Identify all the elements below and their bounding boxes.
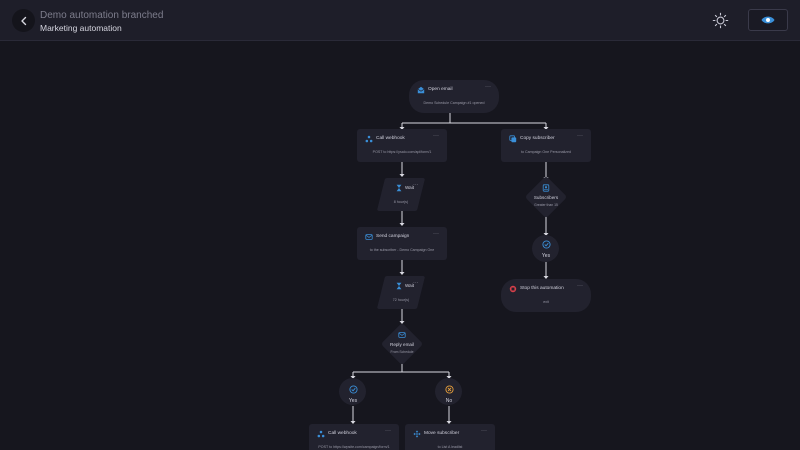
- webhook-icon: [365, 135, 373, 143]
- node-detail: Demo Schedule Campaign #1 opened: [423, 101, 485, 105]
- node-label: Call webhook: [376, 136, 405, 141]
- envelope-open-icon: [417, 86, 425, 94]
- node-detail: to the subscriber - Demo Campaign One: [369, 248, 435, 252]
- send-icon: [365, 234, 373, 240]
- back-button[interactable]: [12, 9, 35, 32]
- move-icon: [413, 430, 421, 438]
- reply-email-icon: [398, 332, 406, 338]
- node-label: Call webhook: [328, 431, 357, 436]
- node-menu-button[interactable]: ···: [433, 133, 439, 139]
- check-circle-icon: [541, 240, 551, 249]
- node-move-subscriber[interactable]: Move subscriber ··· to List A leadlist: [405, 424, 495, 450]
- automation-subtitle: Marketing automation: [40, 23, 122, 33]
- hourglass-icon: [396, 184, 402, 192]
- node-label: Yes: [348, 398, 358, 404]
- sun-icon: [712, 12, 728, 28]
- node-menu-button[interactable]: ···: [433, 231, 439, 237]
- theme-toggle-button[interactable]: [711, 11, 729, 29]
- node-menu-button[interactable]: ···: [481, 428, 487, 434]
- node-yes-shape[interactable]: [339, 378, 366, 405]
- top-bar: Demo automation branched Marketing autom…: [0, 0, 800, 41]
- node-label: Wait: [405, 185, 415, 190]
- preview-button[interactable]: [748, 9, 788, 31]
- node-detail: Greater than 15: [534, 203, 558, 207]
- connector-lines: [350, 113, 549, 424]
- node-menu-button[interactable]: ···: [577, 133, 583, 139]
- hourglass-icon: [396, 282, 402, 290]
- node-call-webhook[interactable]: Call webhook ··· POST to https://wpsite.…: [309, 424, 399, 450]
- node-no-shape[interactable]: [435, 378, 462, 405]
- node-yes-branch[interactable]: Yes: [526, 240, 566, 259]
- node-label: Send campaign: [376, 234, 410, 239]
- node-menu-button[interactable]: ···: [577, 283, 583, 289]
- workflow-canvas[interactable]: Open email ··· Demo Schedule Campaign #1…: [0, 42, 800, 450]
- node-yes-branch[interactable]: Yes: [333, 385, 373, 404]
- node-detail: POST to https://wpsite.com/campaign/form…: [318, 445, 390, 449]
- node-copy-subscriber[interactable]: Copy subscriber ··· to Campaign One Pers…: [501, 129, 591, 162]
- node-menu-button[interactable]: ···: [385, 428, 391, 434]
- node-reply-email[interactable]: Reply email From Schedule: [380, 331, 424, 354]
- node-subscribers-condition[interactable]: Subscribers Greater than 15: [524, 184, 568, 207]
- stop-icon: [509, 285, 517, 293]
- node-send-campaign[interactable]: Send campaign ··· to the subscriber - De…: [357, 227, 447, 260]
- node-wait[interactable]: Wait ··· 72 hour(s): [381, 276, 421, 309]
- node-wait[interactable]: Wait ··· 8 hour(s): [381, 178, 421, 211]
- node-detail: From Schedule: [390, 350, 414, 354]
- node-call-webhook[interactable]: Call webhook ··· POST to https://ysalo.c…: [357, 129, 447, 162]
- users-icon: [542, 184, 550, 192]
- node-label: Open email: [428, 87, 453, 92]
- node-label: Reply email: [390, 342, 414, 347]
- node-stop-automation[interactable]: Stop this automation ··· exit: [501, 279, 591, 312]
- x-circle-icon: [444, 385, 454, 394]
- node-detail: POST to https://ysalo.com/api/form/1: [372, 150, 432, 154]
- node-menu-button[interactable]: ···: [485, 84, 491, 90]
- node-detail: to List A leadlist: [437, 445, 463, 449]
- node-detail: 72 hour(s): [392, 298, 410, 302]
- node-menu-button[interactable]: ···: [413, 182, 419, 188]
- copy-icon: [509, 135, 517, 143]
- chevron-left-icon: [20, 16, 26, 25]
- node-detail: to Campaign One Personalized: [521, 150, 571, 154]
- node-label: No: [445, 398, 453, 404]
- node-label: Wait: [405, 283, 415, 288]
- node-detail: 8 hour(s): [393, 200, 409, 204]
- eye-icon: [761, 16, 775, 24]
- node-menu-button[interactable]: ···: [413, 280, 419, 286]
- node-label: Move subscriber: [424, 431, 460, 436]
- check-circle-icon: [348, 385, 358, 394]
- node-label: Stop this automation: [520, 286, 564, 291]
- node-no-branch[interactable]: No: [429, 385, 469, 404]
- node-label: Copy subscriber: [520, 136, 555, 141]
- automation-title: Demo automation branched: [40, 10, 164, 21]
- webhook-icon: [317, 430, 325, 438]
- node-label: Subscribers: [533, 195, 559, 200]
- node-detail: exit: [543, 300, 549, 304]
- node-open-email[interactable]: Open email ··· Demo Schedule Campaign #1…: [409, 80, 499, 113]
- node-label: Yes: [541, 253, 551, 259]
